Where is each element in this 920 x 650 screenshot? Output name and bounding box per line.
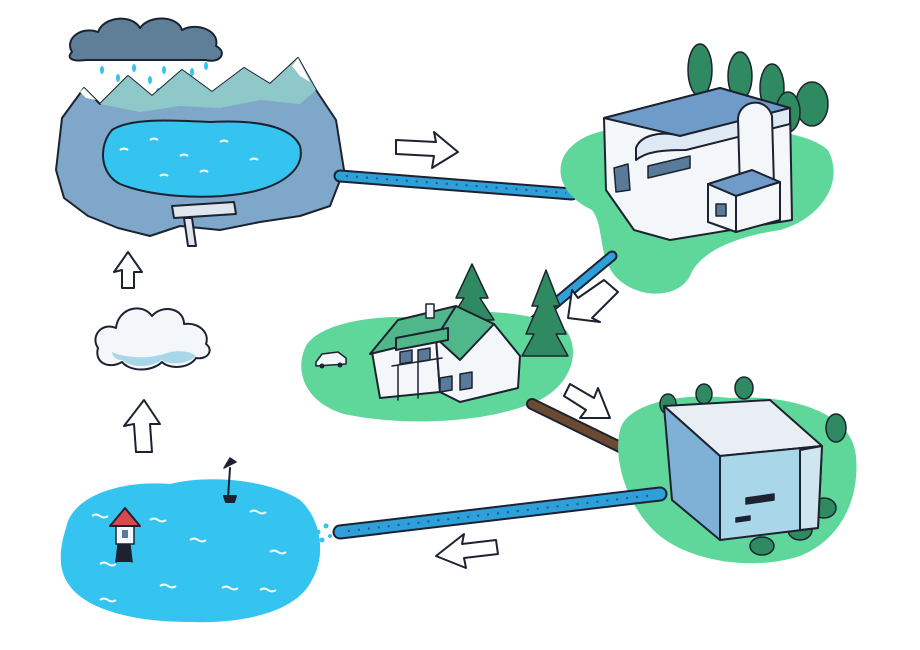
sea-node — [60, 457, 321, 623]
evaporation-cloud-node — [94, 307, 211, 371]
buoy-icon — [223, 457, 237, 503]
reservoir-node — [55, 17, 345, 247]
sewage-pipe — [526, 398, 628, 454]
flow-arrow-down-left-icon — [567, 279, 619, 323]
dam — [171, 201, 237, 219]
clean-water-pipe-1 — [333, 169, 579, 201]
house-node — [301, 263, 574, 422]
sea-icon — [60, 479, 321, 623]
flow-arrow-up-upper-icon — [113, 251, 143, 289]
treatment-plant-node — [560, 43, 834, 294]
flow-arrow-down-right-icon — [563, 383, 611, 419]
flow-arrow-left-icon — [435, 533, 499, 569]
water-treatment-plant-icon — [603, 87, 793, 241]
forest-icon — [687, 43, 829, 133]
flow-arrow-up-lower-icon — [123, 399, 161, 453]
car-icon — [315, 351, 347, 369]
outflow-pipe — [312, 486, 668, 546]
waves — [91, 509, 287, 603]
wastewater-plant-node — [618, 376, 857, 564]
lighthouse-icon — [109, 507, 141, 563]
flow-arrow-right-icon — [395, 131, 459, 169]
mountain-lake-icon — [55, 57, 345, 247]
wastewater-treatment-plant-icon — [663, 399, 823, 541]
house-icon — [369, 303, 521, 403]
